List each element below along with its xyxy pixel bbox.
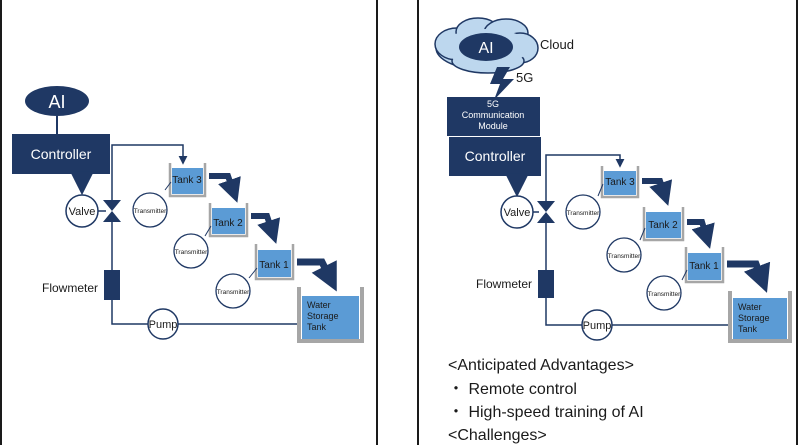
left-valve-label: Valve <box>69 206 96 218</box>
left-storage-line2: Storage <box>307 311 339 321</box>
left-tank2-overflow-arrow <box>251 213 281 244</box>
right-tank2-overflow-arrow <box>687 219 715 249</box>
right-transmitter1-link <box>681 269 688 281</box>
lightning-5g-icon <box>490 67 514 100</box>
advantage-high-speed-training: ・ High-speed training of AI <box>448 404 644 421</box>
left-supply-pipe <box>111 144 188 200</box>
left-tank1-walls <box>254 244 295 281</box>
advantage-remote-control: ・ Remote control <box>448 381 577 398</box>
right-tank1-label: Tank 1 <box>689 261 719 272</box>
right-valve-top <box>537 201 555 212</box>
left-transmitter3-label: Transmitter <box>134 208 167 215</box>
right-tank3-label: Tank 3 <box>605 177 635 188</box>
left-controller-label: Controller <box>31 146 92 162</box>
left-storage-line3: Tank <box>307 322 327 332</box>
left-panel: AI Controller Valve Flowmeter Pump Tank … <box>12 86 364 343</box>
left-tank1-label: Tank 1 <box>259 260 289 271</box>
left-valve-top <box>103 200 121 211</box>
left-transmitter1 <box>215 273 251 309</box>
left-tank2-water <box>212 208 245 234</box>
right-flowmeter-label: Flowmeter <box>476 277 532 291</box>
right-tank1-overflow-arrow <box>727 260 771 293</box>
comm-module-line3: Module <box>478 121 508 131</box>
left-tank2-walls <box>208 203 249 238</box>
left-pipe-flowmeter-pump <box>111 300 148 325</box>
left-ai-label: AI <box>48 92 65 112</box>
left-transmitter1-label: Transmitter <box>217 289 250 296</box>
left-pump-label: Pump <box>149 319 178 331</box>
right-ai-node <box>459 33 513 61</box>
network-label: 5G <box>516 70 533 85</box>
right-tank3-overflow-arrow <box>642 178 673 206</box>
right-transmitter1 <box>646 275 682 311</box>
right-transmitter2 <box>606 237 642 273</box>
right-pipe-flowmeter-pump <box>545 298 582 326</box>
advantages-heading: <Anticipated Advantages> <box>448 357 634 374</box>
right-storage-walls <box>728 291 792 343</box>
right-tank1-walls <box>684 247 725 284</box>
left-tank2-label: Tank 2 <box>213 218 243 229</box>
left-tank3-water <box>172 168 203 194</box>
right-pump-circle <box>581 309 613 341</box>
left-transmitter1-link <box>248 267 258 279</box>
cloud-label: Cloud <box>540 37 574 52</box>
left-transmitter2-link <box>204 225 212 237</box>
right-ai-label: AI <box>478 40 493 57</box>
left-ai-node <box>25 86 89 116</box>
left-transmitter2 <box>173 233 209 269</box>
left-controller-box <box>12 134 110 174</box>
comm-module-line2: Communication <box>462 110 525 120</box>
right-tank3-walls <box>600 166 640 199</box>
comm-module-line1: 5G <box>487 99 499 109</box>
right-panel: AI Cloud 5G 5G Communication Module Cont… <box>434 17 792 444</box>
left-tank3-walls <box>168 163 207 198</box>
comm-module-box <box>447 97 540 136</box>
left-transmitter3 <box>132 192 168 228</box>
right-controller-box <box>449 137 541 176</box>
right-tank2-label: Tank 2 <box>648 220 678 231</box>
right-valve-label: Valve <box>504 207 531 219</box>
right-transmitter3-label: Transmitter <box>567 210 600 217</box>
left-storage-water <box>302 296 359 339</box>
left-pump-circle <box>147 308 179 340</box>
right-transmitter1-label: Transmitter <box>648 291 681 298</box>
left-storage-line1: Water <box>307 300 331 310</box>
left-tank3-label: Tank 3 <box>172 175 202 186</box>
right-supply-pipe <box>545 154 625 201</box>
right-controller-label: Controller <box>465 148 526 164</box>
right-tank3-water <box>604 171 636 195</box>
left-tank1-water <box>258 250 291 277</box>
right-flowmeter <box>538 270 554 298</box>
right-storage-line3: Tank <box>738 324 758 334</box>
left-tank1-overflow-arrow <box>297 258 337 292</box>
right-storage-line1: Water <box>738 302 762 312</box>
left-transmitter2-label: Transmitter <box>175 249 208 256</box>
right-transmitter3 <box>565 194 601 230</box>
right-storage-line2: Storage <box>738 313 770 323</box>
left-valve-bottom <box>103 211 121 222</box>
right-transmitter3-link <box>597 183 604 197</box>
right-tank1-water <box>688 253 721 280</box>
right-tank2-walls <box>642 207 685 242</box>
left-flowmeter <box>104 270 120 300</box>
right-pump-label: Pump <box>583 320 612 332</box>
left-tank3-overflow-arrow <box>209 173 241 203</box>
right-transmitter2-link <box>639 227 646 241</box>
left-storage-walls <box>297 287 364 343</box>
left-flowmeter-label: Flowmeter <box>42 281 98 295</box>
right-valve-bottom <box>537 212 555 223</box>
right-transmitter2-label: Transmitter <box>608 253 641 260</box>
left-transmitter3-link <box>164 181 172 191</box>
challenges-heading: <Challenges> <box>448 427 547 444</box>
right-storage-water <box>733 298 787 339</box>
right-tank2-water <box>646 212 681 238</box>
